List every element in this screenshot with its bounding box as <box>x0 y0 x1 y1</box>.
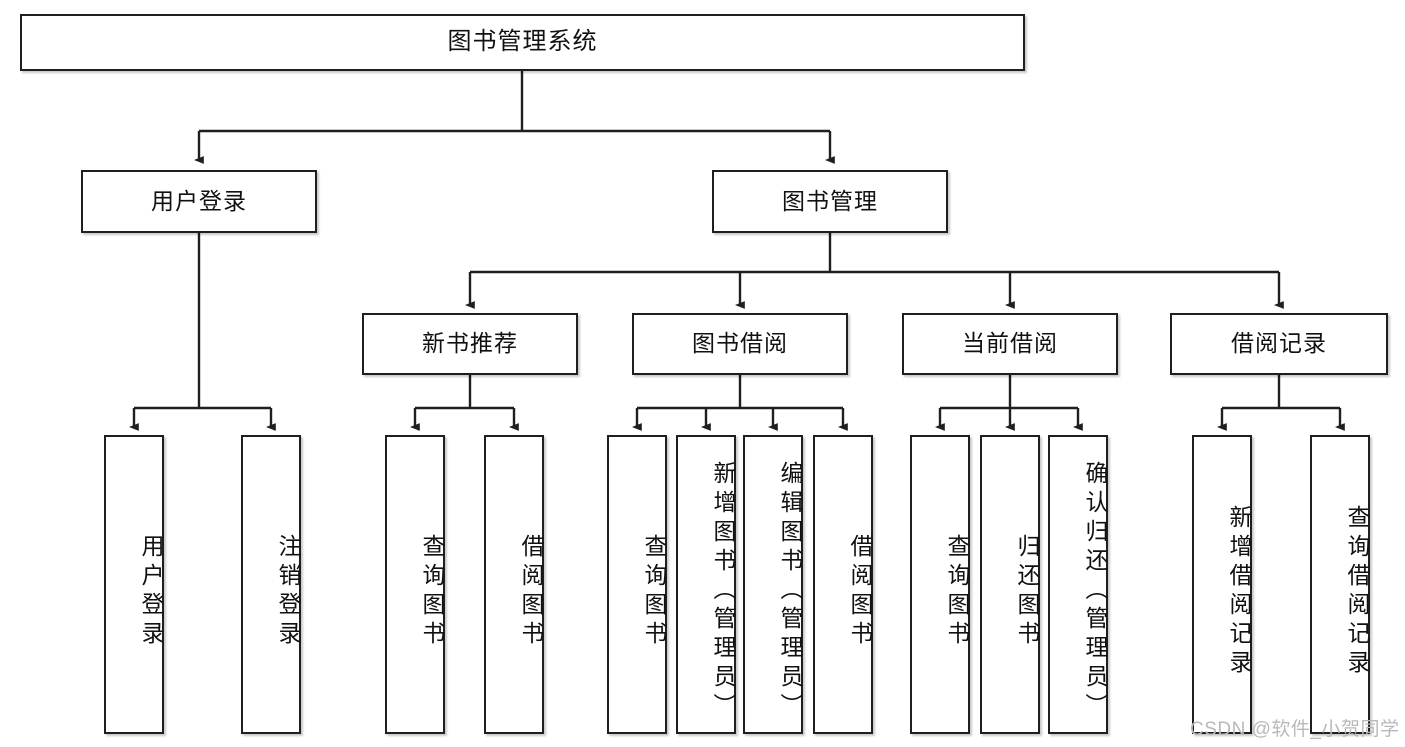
node-root-book-management-system[interactable]: 图书管理系统 <box>20 14 1025 71</box>
node-borrow-record[interactable]: 借阅记录 <box>1170 313 1388 375</box>
node-current-borrow[interactable]: 当前借阅 <box>902 313 1118 375</box>
leaf-book-borrow-add-book-admin[interactable]: 新增图书（管理员） <box>676 435 736 734</box>
leaf-user-login-login[interactable]: 用户登录 <box>104 435 164 734</box>
node-label: 新增图书（管理员） <box>710 461 736 722</box>
node-label: 图书借阅 <box>692 330 788 357</box>
node-label: 查询图书 <box>419 533 445 650</box>
node-label: 查询借阅记录 <box>1344 504 1370 679</box>
leaf-new-book-query-book[interactable]: 查询图书 <box>385 435 445 734</box>
node-label: 新增借阅记录 <box>1226 504 1252 679</box>
node-label: 借阅记录 <box>1231 330 1327 357</box>
leaf-borrow-record-add-record[interactable]: 新增借阅记录 <box>1192 435 1252 734</box>
node-label: 图书管理 <box>782 187 878 214</box>
leaf-current-borrow-confirm-return-admin[interactable]: 确认归还（管理员） <box>1048 435 1108 734</box>
node-label: 归还图书 <box>1014 533 1040 650</box>
leaf-book-borrow-query-book[interactable]: 查询图书 <box>607 435 667 734</box>
node-label: 借阅图书 <box>847 533 873 650</box>
leaf-current-borrow-return-book[interactable]: 归还图书 <box>980 435 1040 734</box>
node-label: 当前借阅 <box>962 330 1058 357</box>
node-label: 借阅图书 <box>518 533 544 650</box>
node-label: 编辑图书（管理员） <box>777 461 803 722</box>
node-label: 注销登录 <box>275 533 301 650</box>
leaf-book-borrow-borrow-book[interactable]: 借阅图书 <box>813 435 873 734</box>
leaf-current-borrow-query-book[interactable]: 查询图书 <box>910 435 970 734</box>
watermark: CSDN @软件_小贺同学 <box>1190 719 1400 740</box>
node-user-login[interactable]: 用户登录 <box>81 170 317 233</box>
node-label: 查询图书 <box>944 533 970 650</box>
leaf-book-borrow-edit-book-admin[interactable]: 编辑图书（管理员） <box>743 435 803 734</box>
leaf-user-login-logout[interactable]: 注销登录 <box>241 435 301 734</box>
node-label: 查询图书 <box>641 533 667 650</box>
node-book-management[interactable]: 图书管理 <box>712 170 948 233</box>
node-label: 新书推荐 <box>422 330 518 357</box>
node-new-book-recommend[interactable]: 新书推荐 <box>362 313 578 375</box>
node-label: 用户登录 <box>138 533 164 650</box>
node-label: 确认归还（管理员） <box>1082 461 1108 722</box>
leaf-borrow-record-query-record[interactable]: 查询借阅记录 <box>1310 435 1370 734</box>
node-book-borrow[interactable]: 图书借阅 <box>632 313 848 375</box>
node-label: 用户登录 <box>151 187 247 214</box>
node-label: 图书管理系统 <box>447 28 598 56</box>
leaf-new-book-borrow-book[interactable]: 借阅图书 <box>484 435 544 734</box>
